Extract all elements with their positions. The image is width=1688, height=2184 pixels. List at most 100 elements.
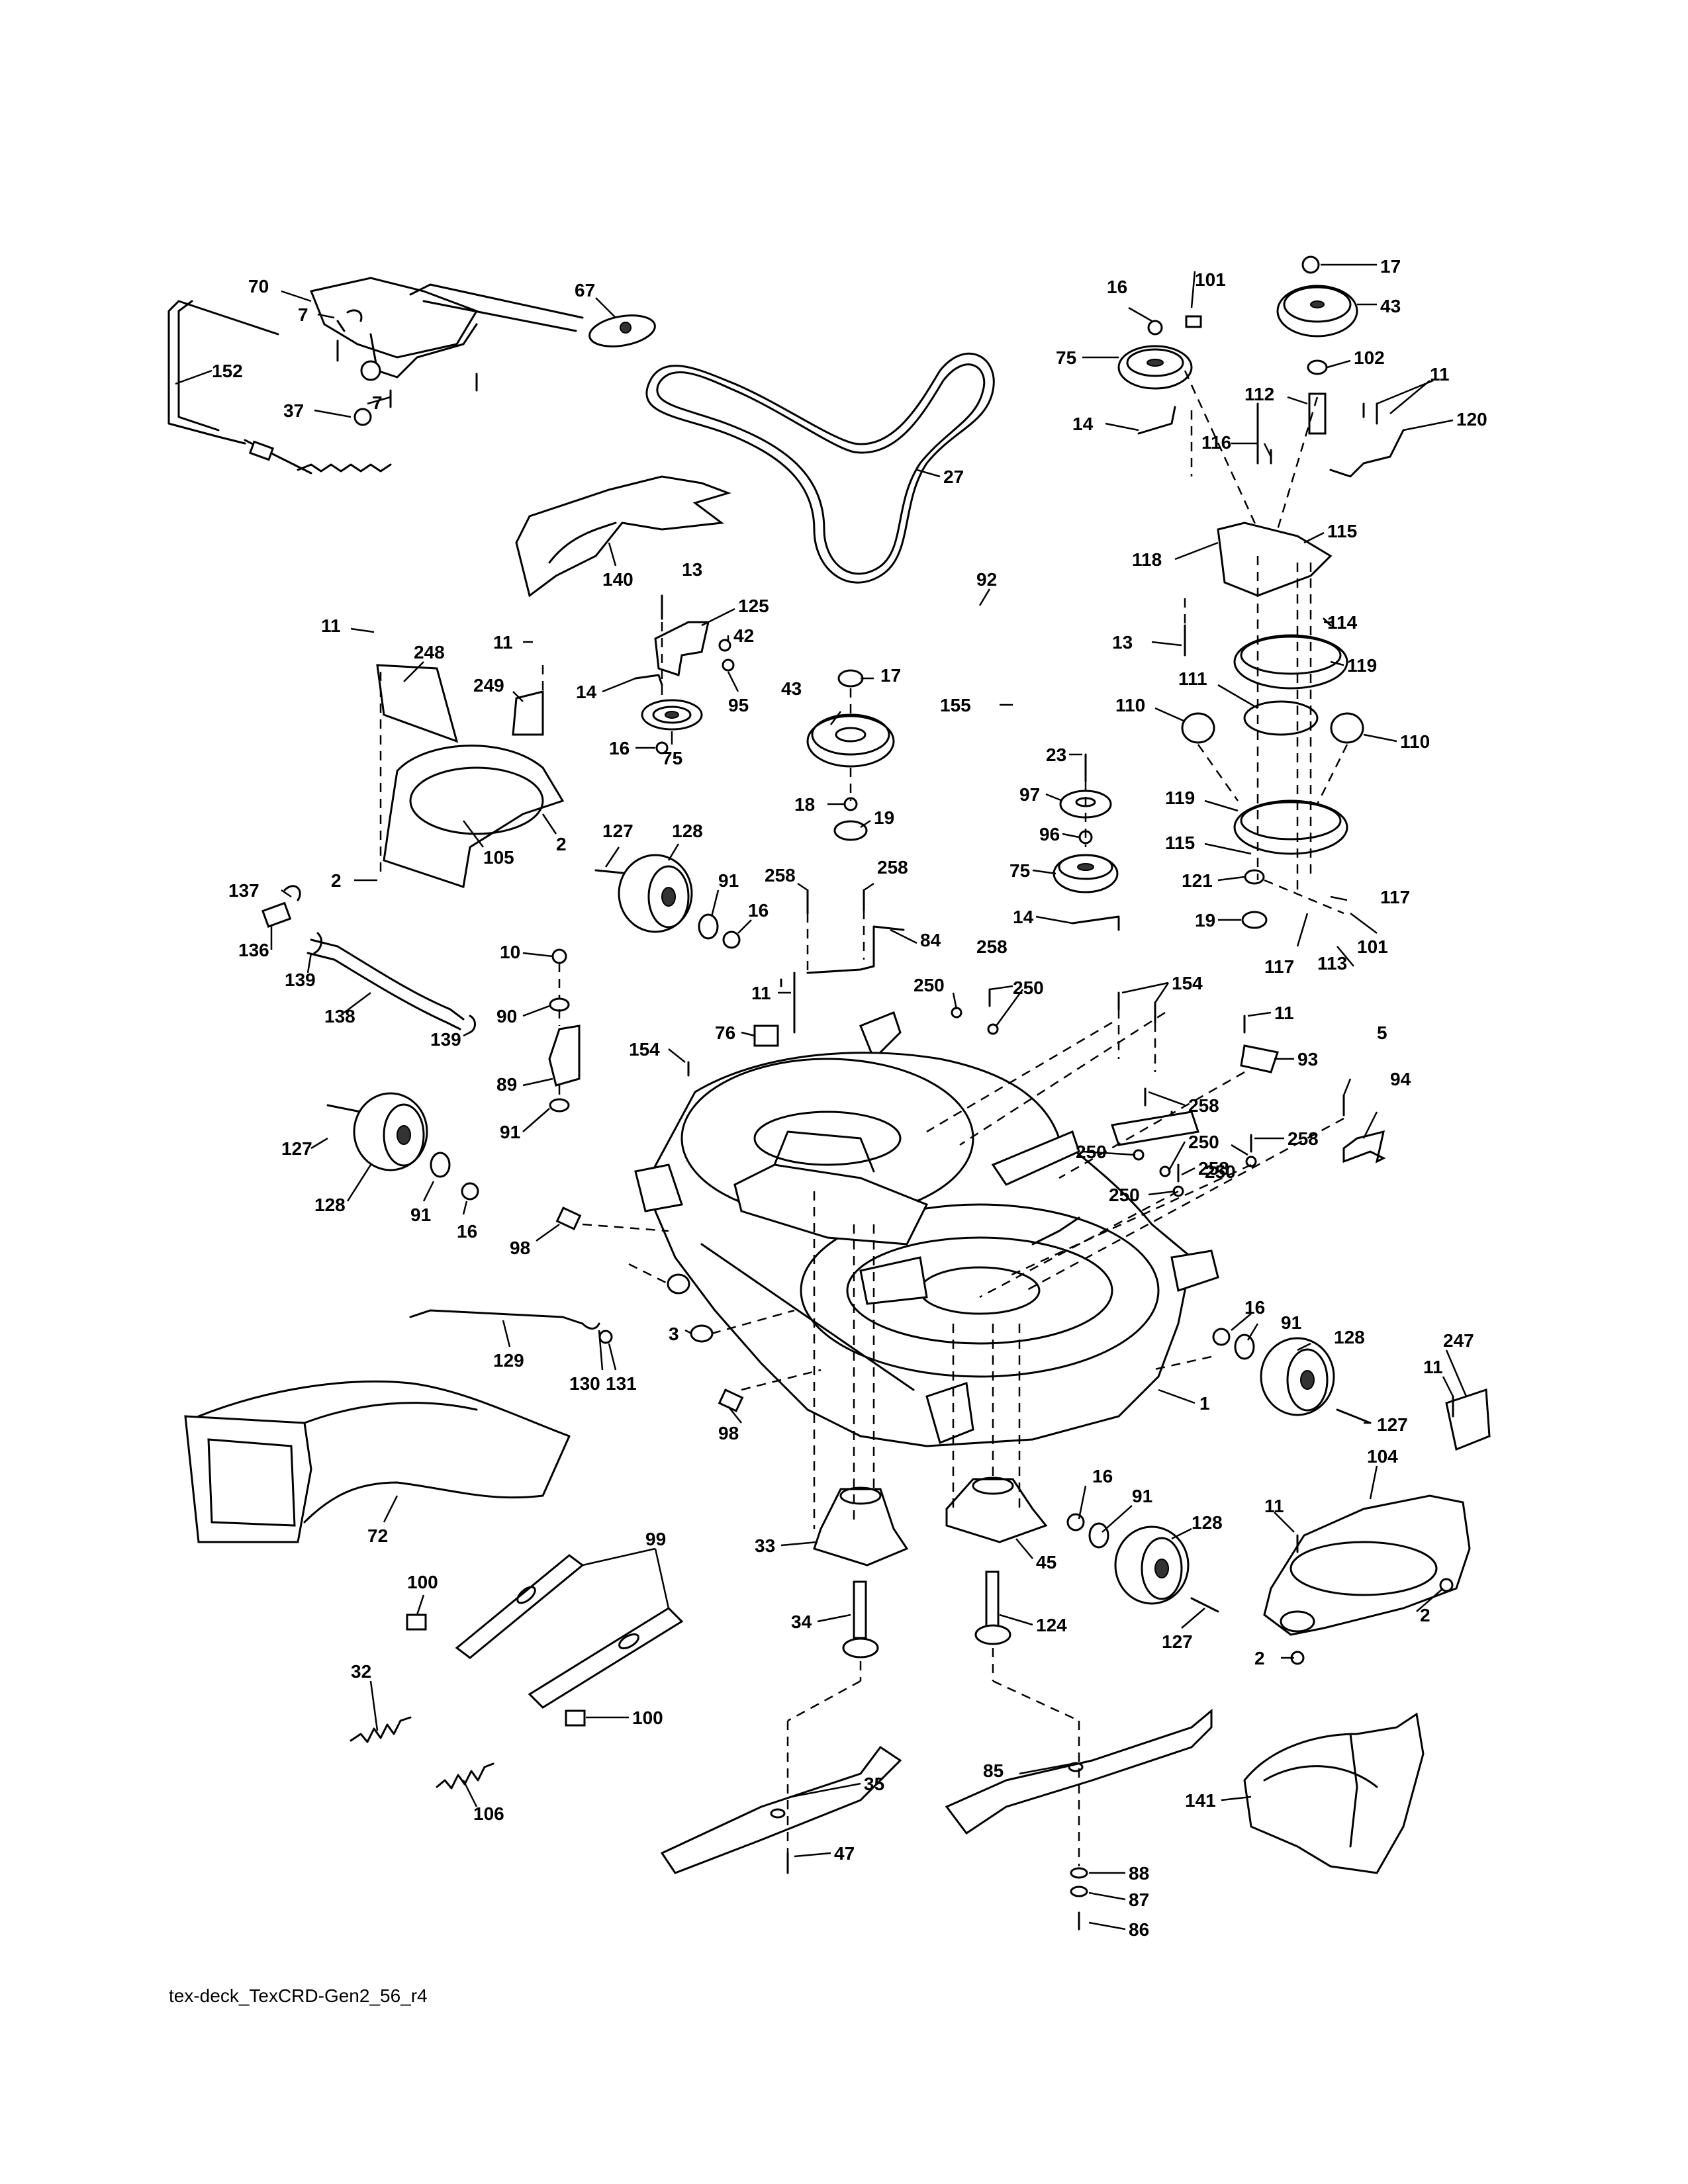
callout-99: 99 — [645, 1529, 666, 1549]
callout-16: 16 — [609, 738, 630, 758]
callout-250: 250 — [1013, 978, 1044, 998]
mulch-baffle — [1243, 1712, 1425, 1874]
callout-105: 105 — [483, 847, 514, 868]
leader-lines — [175, 263, 1468, 1931]
callout-127: 127 — [602, 821, 633, 841]
callout-128: 128 — [1334, 1327, 1365, 1347]
callout-248: 248 — [414, 642, 445, 662]
callout-154: 154 — [1172, 973, 1203, 993]
callout-106: 106 — [473, 1803, 504, 1824]
callout-91: 91 — [410, 1205, 431, 1225]
callout-14: 14 — [1072, 414, 1094, 434]
callout-121: 121 — [1182, 870, 1213, 891]
callout-129: 129 — [493, 1350, 524, 1371]
callout-16: 16 — [1092, 1466, 1113, 1486]
callout-250: 250 — [1109, 1185, 1140, 1205]
callout-152: 152 — [212, 361, 243, 381]
callout-94: 94 — [1390, 1069, 1411, 1089]
spindle-left — [813, 1486, 909, 1659]
blade-left — [660, 1745, 902, 1874]
callout-11: 11 — [1274, 1003, 1294, 1023]
callout-11: 11 — [1264, 1496, 1284, 1516]
callout-155: 155 — [940, 695, 971, 715]
callout-91: 91 — [718, 870, 739, 891]
callout-10: 10 — [500, 942, 520, 962]
callout-91: 91 — [500, 1122, 520, 1142]
callout-14: 14 — [1013, 907, 1034, 927]
rear-right-wheel — [1066, 1513, 1219, 1613]
discharge-chute — [184, 1380, 571, 1543]
callout-5: 5 — [1377, 1023, 1387, 1043]
callout-16: 16 — [1244, 1297, 1265, 1318]
callout-110: 110 — [1400, 731, 1430, 752]
callout-35: 35 — [864, 1774, 884, 1794]
callout-18: 18 — [794, 794, 815, 815]
callout-258: 258 — [765, 865, 796, 886]
callout-117: 117 — [1264, 956, 1294, 977]
callout-87: 87 — [1129, 1889, 1149, 1910]
callout-91: 91 — [1132, 1486, 1152, 1506]
callout-128: 128 — [1192, 1512, 1223, 1533]
callout-72: 72 — [367, 1525, 388, 1546]
callout-37: 37 — [283, 400, 304, 421]
callout-131: 131 — [606, 1373, 637, 1394]
callout-86: 86 — [1129, 1919, 1149, 1940]
callout-139: 139 — [285, 970, 316, 990]
callout-34: 34 — [791, 1612, 812, 1632]
callout-85: 85 — [983, 1760, 1004, 1781]
callout-127: 127 — [1162, 1631, 1193, 1652]
callout-27: 27 — [943, 467, 964, 487]
callout-118: 118 — [1132, 549, 1162, 570]
callout-47: 47 — [834, 1843, 855, 1864]
callout-110: 110 — [1115, 695, 1145, 715]
callout-7: 7 — [372, 392, 383, 413]
callout-119: 119 — [1347, 655, 1377, 676]
callout-249: 249 — [473, 675, 504, 696]
callout-97: 97 — [1019, 784, 1040, 805]
callout-258: 258 — [976, 936, 1008, 957]
callout-250: 250 — [1076, 1142, 1107, 1162]
callout-16: 16 — [1107, 277, 1127, 297]
callout-137: 137 — [228, 880, 259, 901]
assembly-lines — [379, 370, 1348, 1866]
right-idler-stack — [1053, 753, 1120, 931]
callout-117: 117 — [1380, 887, 1410, 907]
callout-16: 16 — [457, 1221, 477, 1242]
callout-90: 90 — [496, 1006, 517, 1026]
callout-104: 104 — [1367, 1446, 1398, 1467]
mower-deck-housing — [634, 1052, 1219, 1447]
callout-23: 23 — [1046, 745, 1066, 765]
callout-14: 14 — [576, 682, 597, 702]
callout-100: 100 — [632, 1707, 663, 1728]
center-hardware — [687, 889, 1156, 1077]
callout-42: 42 — [733, 625, 754, 646]
callout-101: 101 — [1195, 269, 1226, 290]
callout-19: 19 — [874, 807, 894, 828]
callout-258: 258 — [877, 857, 908, 878]
callout-98: 98 — [718, 1423, 739, 1443]
callout-114: 114 — [1327, 612, 1358, 633]
callout-67: 67 — [575, 280, 595, 300]
rear-left-wheel — [326, 1092, 479, 1201]
callout-112: 112 — [1244, 384, 1274, 404]
callout-138: 138 — [324, 1006, 355, 1026]
callout-130: 130 — [569, 1373, 600, 1394]
callout-33: 33 — [755, 1535, 775, 1556]
callout-16: 16 — [748, 900, 769, 921]
idler-bracket-assembly — [634, 594, 735, 754]
callout-2: 2 — [556, 834, 567, 854]
callout-101: 101 — [1357, 936, 1388, 957]
callout-13: 13 — [1112, 632, 1133, 653]
callout-92: 92 — [976, 569, 997, 590]
callout-43: 43 — [1380, 296, 1401, 316]
callout-136: 136 — [238, 940, 269, 960]
front-right-wheel — [1212, 1328, 1372, 1424]
callout-11: 11 — [493, 632, 513, 653]
callout-2: 2 — [1254, 1648, 1265, 1668]
callout-128: 128 — [672, 821, 703, 841]
deflector-arms — [406, 1554, 684, 1727]
center-pulley-stack — [806, 669, 895, 841]
callout-113: 113 — [1317, 953, 1347, 974]
callout-75: 75 — [1009, 860, 1030, 881]
callout-3: 3 — [669, 1324, 679, 1344]
